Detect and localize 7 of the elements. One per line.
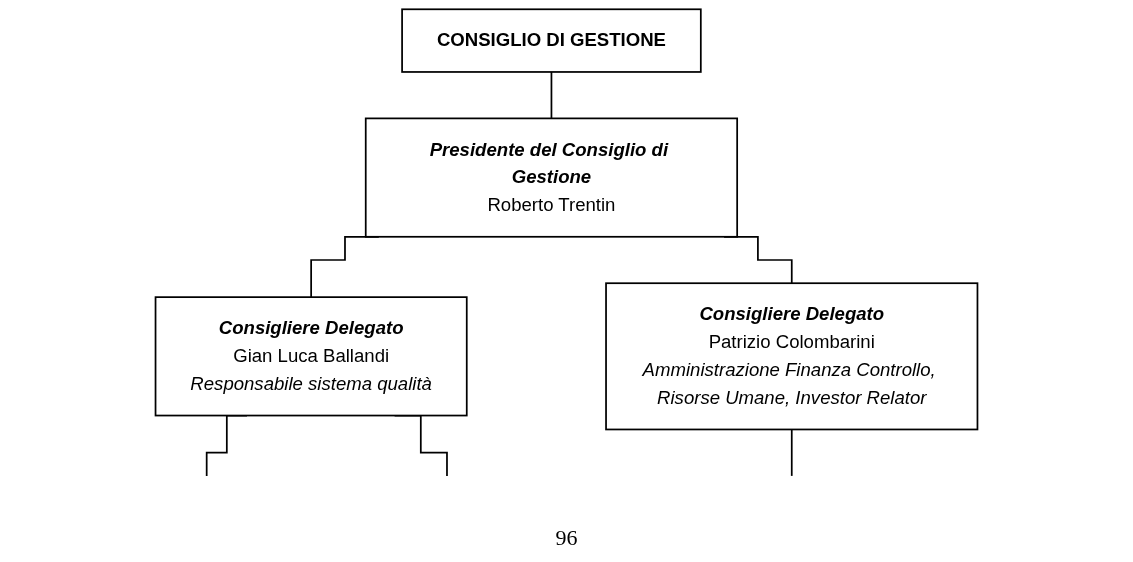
- connector: [550, 71, 553, 120]
- page-number: 96: [555, 525, 578, 551]
- node-box: Consigliere Delegato Patrizio Colombarini Amministrazione Finanza Controllo, Risorse Umane, Investor Relator: [605, 282, 979, 431]
- node-box: CONSIGLIO DI GESTIONE: [401, 8, 702, 73]
- node-box: Presidente del Consiglio di Gestione Roberto Trentin: [364, 117, 739, 238]
- connector: [790, 428, 793, 477]
- node-box: Consigliere Delegato Gian Luca Ballandi Responsabile sistema qualità: [154, 296, 468, 417]
